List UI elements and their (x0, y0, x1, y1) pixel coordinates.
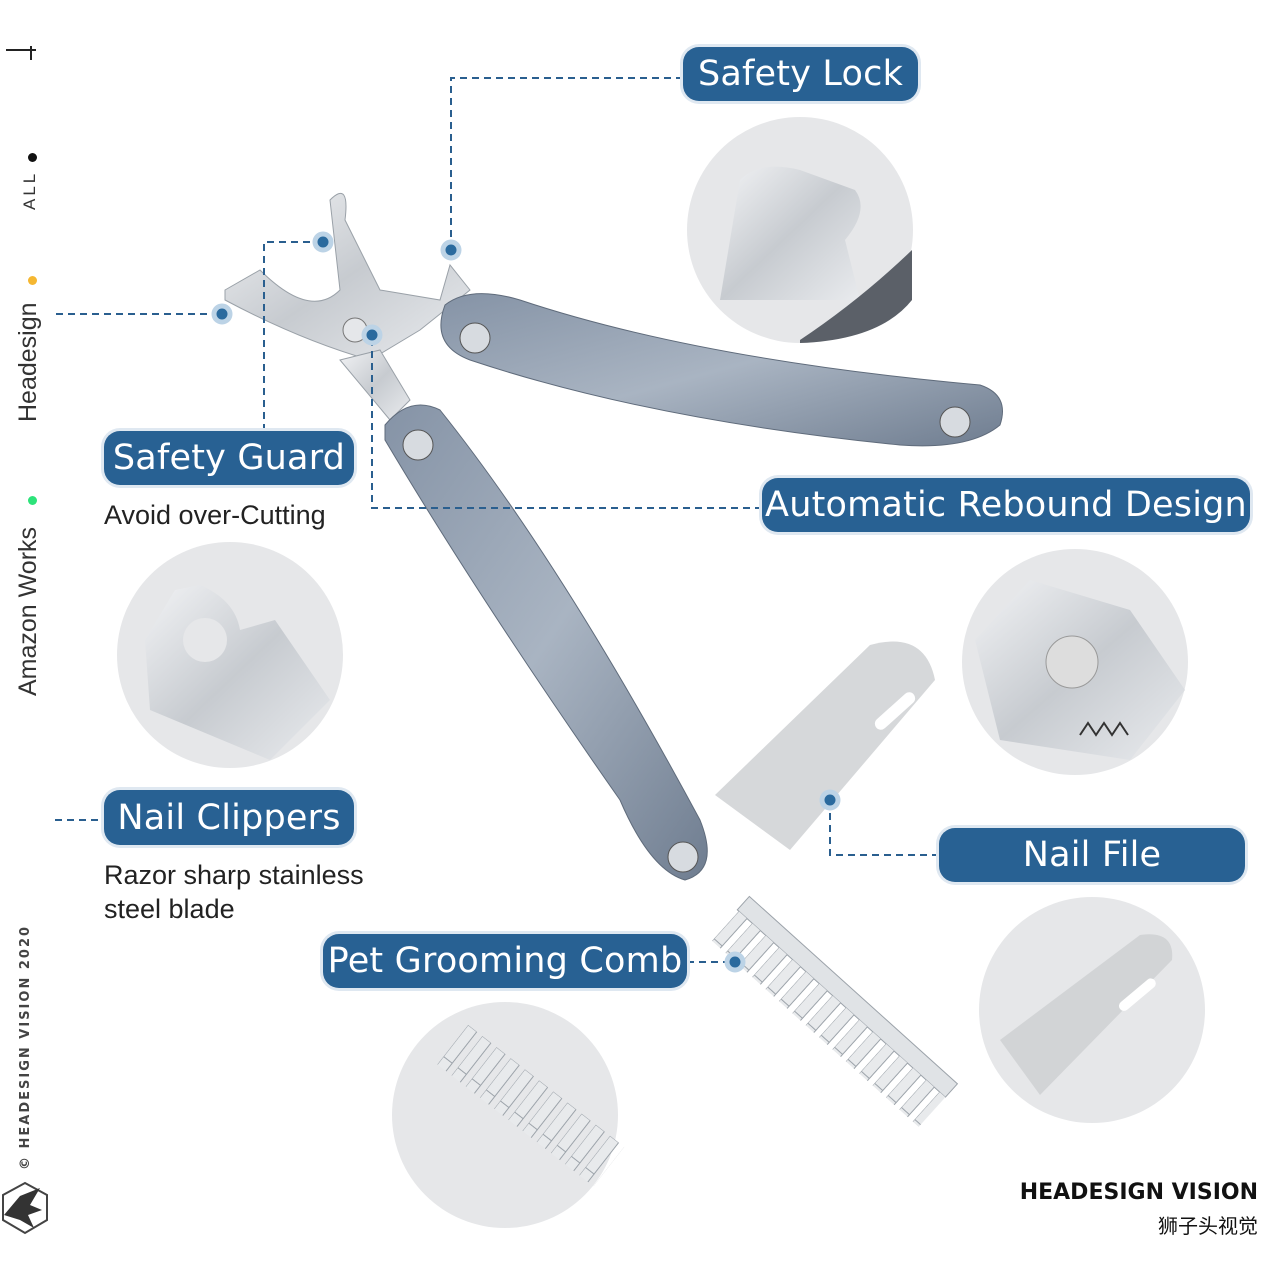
pet-grooming-comb-label: Pet Grooming Comb (323, 934, 687, 988)
menu-icon[interactable] (6, 46, 36, 62)
all-dot (28, 153, 37, 162)
safety-guard-description: Avoid over-Cutting (104, 500, 326, 530)
nail-file-label: Nail File (939, 828, 1245, 882)
brand-name-cn: 狮子头视觉 (1158, 1214, 1258, 1238)
headesign-dot (28, 276, 37, 285)
safety-guard-label: Safety Guard (104, 431, 354, 485)
safety-lock-label: Safety Lock (683, 47, 918, 101)
nail-clippers-description-line2: steel blade (104, 894, 235, 924)
nail-clippers-label: Nail Clippers (104, 790, 354, 845)
detail-circles (117, 117, 1205, 1228)
nail-clippers-description: Razor sharp stainless steel blade (104, 858, 364, 926)
automatic-rebound-label: Automatic Rebound Design (762, 478, 1250, 532)
amazon-works-dot (28, 496, 37, 505)
brand-name: HEADESIGN VISION (1019, 1180, 1258, 1205)
nail-clippers-description-line1: Razor sharp stainless (104, 860, 364, 890)
